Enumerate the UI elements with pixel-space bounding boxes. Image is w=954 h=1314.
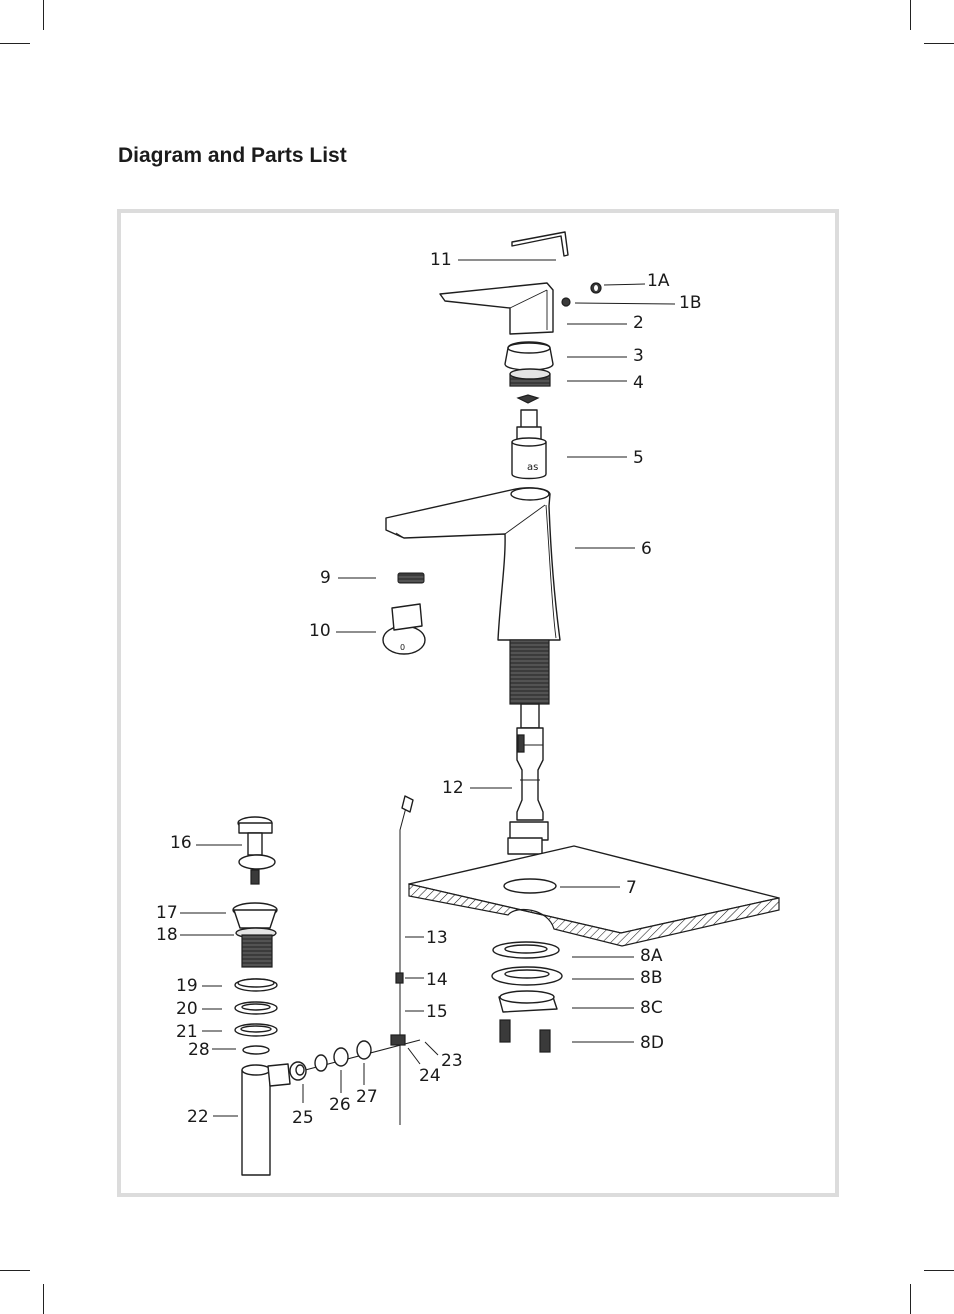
lift-rod-part-13 [395, 795, 414, 1125]
tail-pipe-part-22 [241, 1063, 291, 1176]
bracket-part-8c [498, 990, 558, 1013]
callout-12: 12 [442, 778, 464, 798]
callout-16: 16 [170, 833, 192, 853]
callout-20: 20 [176, 999, 198, 1019]
waste-body-part-17 [232, 902, 278, 968]
callout-5: 5 [633, 448, 644, 468]
aerator-key-part-10: 0 [382, 603, 426, 655]
callout-13: 13 [426, 928, 448, 948]
callout-1b: 1B [679, 293, 701, 313]
svg-text:as: as [527, 462, 538, 473]
callout-19: 19 [176, 976, 198, 996]
page-title: Diagram and Parts List [118, 144, 347, 167]
callout-21: 21 [176, 1022, 198, 1042]
cap-part-1a [590, 282, 602, 294]
hex-key-part-11 [511, 231, 569, 257]
callout-8d: 8D [640, 1033, 664, 1053]
cartridge-part-5: as [511, 409, 547, 480]
crop-mark [910, 0, 911, 30]
callout-17: 17 [156, 903, 178, 923]
aerator-part-9 [397, 572, 425, 584]
callout-7: 7 [626, 878, 637, 898]
nut-part-4 [509, 368, 551, 387]
callout-11: 11 [430, 250, 452, 270]
callout-2: 2 [633, 313, 644, 333]
cap-cover-part-3 [504, 341, 554, 371]
callout-15: 15 [426, 1002, 448, 1022]
callout-8a: 8A [640, 946, 663, 966]
callout-14: 14 [426, 970, 448, 990]
gasket-part-8b [491, 966, 563, 986]
crop-mark [924, 1270, 954, 1271]
callout-3: 3 [633, 346, 644, 366]
washer-part-20 [234, 1001, 278, 1015]
handle-lever-part-2 [439, 282, 554, 335]
supply-hose-part-12 [507, 703, 549, 855]
washer-part-26 [314, 1047, 349, 1072]
bolts-part-8d [499, 1019, 551, 1053]
callout-26: 26 [329, 1095, 351, 1115]
callout-labels: 11 1A 1B 2 3 4 5 6 9 10 12 7 8A 8B 8C 8D… [156, 250, 701, 1128]
pivot-rod-part-23 [289, 1034, 421, 1075]
popup-plug-part-16 [237, 816, 276, 885]
callout-4: 4 [633, 373, 644, 393]
crop-mark [924, 43, 954, 44]
leader-lines [180, 259, 676, 1117]
crop-mark [0, 43, 30, 44]
callout-18: 18 [156, 925, 178, 945]
callout-28: 28 [188, 1040, 210, 1060]
callout-27: 27 [356, 1087, 378, 1107]
svg-text:0: 0 [400, 643, 405, 652]
crop-mark [0, 1270, 30, 1271]
callout-25: 25 [292, 1108, 314, 1128]
callout-24: 24 [419, 1066, 441, 1086]
counter-top-part-7 [408, 845, 780, 947]
callout-8b: 8B [640, 968, 662, 988]
washer-part-28 [242, 1045, 270, 1055]
diagram-frame [117, 209, 839, 1197]
crop-mark [910, 1284, 911, 1314]
nut-part-19 [234, 978, 278, 992]
callout-8c: 8C [640, 998, 663, 1018]
clip-part [516, 394, 540, 404]
nut-part-25 [289, 1061, 307, 1081]
callout-22: 22 [187, 1107, 209, 1127]
callout-6: 6 [641, 539, 652, 559]
callout-1a: 1A [647, 271, 670, 291]
screw-part-1b [561, 297, 571, 307]
callout-10: 10 [309, 621, 331, 641]
seal-part-27 [356, 1040, 372, 1060]
crop-mark [43, 0, 44, 30]
callout-23: 23 [441, 1051, 463, 1071]
spout-body-part-6 [385, 487, 561, 705]
crop-mark [43, 1284, 44, 1314]
washer-part-21 [234, 1023, 278, 1037]
washer-part-8a [492, 941, 560, 959]
callout-9: 9 [320, 568, 331, 588]
